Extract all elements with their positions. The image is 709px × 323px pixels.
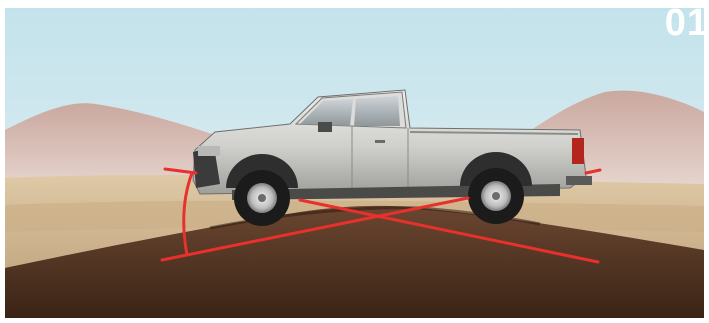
figure-number-label: 01: [665, 4, 709, 42]
front-wheel: [234, 170, 290, 226]
rear-wheel: [468, 168, 524, 224]
